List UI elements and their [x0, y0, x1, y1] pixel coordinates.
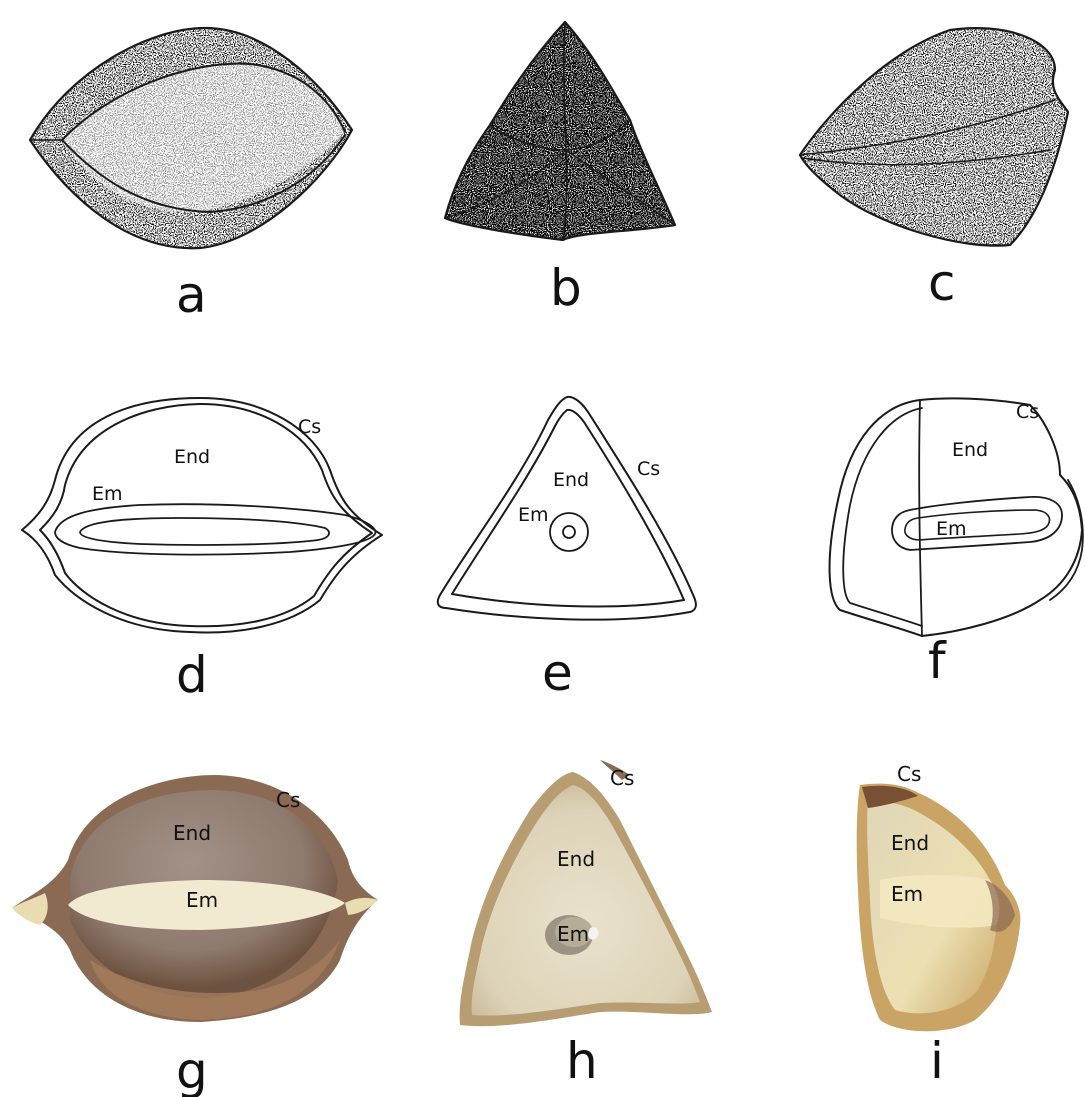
panel-d-label-end: End: [174, 446, 210, 468]
panel-f-label-end: End: [952, 439, 988, 461]
panel-h-cross-section-photo: Cs End Em h: [460, 760, 712, 1090]
panel-b-letter: b: [550, 259, 582, 317]
panel-i-letter: i: [930, 1032, 944, 1090]
panel-g-label-cs: Cs: [276, 788, 300, 812]
panel-f-oblique-section-drawing: Cs End Em f: [830, 398, 1083, 690]
panel-g-letter: g: [176, 1042, 208, 1097]
panel-a-letter: a: [176, 266, 207, 324]
panel-i-label-em: Em: [891, 882, 923, 906]
panel-g-longitudinal-section-photo: Cs End Em g: [12, 775, 378, 1097]
panel-c-seed-oblique-drawing: c: [800, 28, 1068, 312]
panel-i-label-end: End: [891, 831, 929, 855]
panel-f-letter: f: [928, 632, 947, 690]
panel-f-label-em: Em: [936, 518, 967, 540]
panel-g-label-end: End: [173, 821, 211, 845]
panel-e-label-em: Em: [518, 504, 549, 526]
panel-h-letter: h: [566, 1032, 598, 1090]
panel-i-label-cs: Cs: [897, 762, 921, 786]
panel-d-label-cs: Cs: [298, 416, 321, 438]
panel-d-longitudinal-section-drawing: Cs End Em d: [22, 398, 382, 704]
panel-e-letter: e: [542, 644, 573, 702]
panel-a-seed-lateral-drawing: a: [30, 28, 352, 324]
panel-d-letter: d: [176, 646, 208, 704]
panel-b-seed-top-drawing: b: [445, 22, 675, 317]
panel-h-label-end: End: [557, 847, 595, 871]
panel-i-oblique-section-photo: Cs End Em i: [857, 762, 1021, 1090]
panel-g-label-em: Em: [186, 888, 218, 912]
panel-h-label-cs: Cs: [610, 766, 634, 790]
panel-h-label-em: Em: [557, 922, 589, 946]
panel-f-label-cs: Cs: [1016, 401, 1039, 423]
panel-c-letter: c: [928, 254, 956, 312]
panel-d-label-em: Em: [92, 483, 123, 505]
panel-e-cross-section-drawing: Cs End Em e: [438, 397, 696, 702]
panel-e-label-end: End: [553, 469, 589, 491]
panel-e-label-cs: Cs: [637, 458, 660, 480]
